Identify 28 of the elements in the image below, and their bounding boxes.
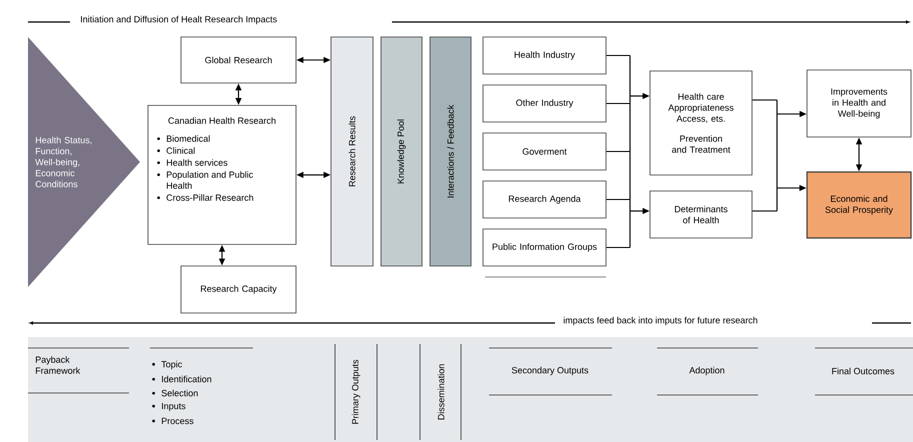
process-box: Research Capacity (180, 266, 296, 314)
band-label: Final Outcomes (832, 368, 894, 374)
band-label: Primary Outputs (352, 360, 360, 424)
vertical-bar: Interactions / Feedback (430, 36, 472, 266)
bullet-item: Identification (152, 376, 212, 382)
band-label: Dissemination (438, 364, 444, 420)
outcome-box: Economic and Social Prosperity (806, 171, 912, 239)
process-box: Determinants of Health (650, 190, 752, 238)
vertical-bar: Research Results (330, 36, 374, 266)
process-box: Goverment (482, 132, 606, 170)
process-box: Improvements in Health and Well-being (806, 70, 912, 138)
vertical-bar: Knowledge Pool (380, 36, 422, 266)
bullet-item: Selection (152, 390, 198, 396)
process-box: Canadian Health Research Biomedical Clinical Health services Population and Public Health Cross-Pillar Research (148, 105, 296, 245)
process-box: Public Information Groups (482, 228, 606, 266)
arrow-label: Initiation and Diffusion of Healt Research Impacts (81, 16, 277, 24)
bullet-item: Topic (152, 360, 182, 370)
band-label: Payback Framework (36, 356, 80, 374)
process-box: Global Research (180, 36, 296, 84)
process-box: Health Industry (482, 36, 606, 74)
band-label: Adoption (689, 366, 724, 376)
bullet-item: Inputs (152, 402, 186, 412)
process-box: Research Agenda (482, 180, 606, 218)
process-box: Health care Appropriateness Access, ets. Prevention and Treatment (650, 70, 752, 176)
bullet-item: Process (152, 418, 194, 424)
band-label: Secondary Outputs (512, 366, 588, 376)
arrow-label: impacts feed back into imputs for future research (564, 316, 758, 326)
process-box: Other Industry (482, 84, 606, 122)
